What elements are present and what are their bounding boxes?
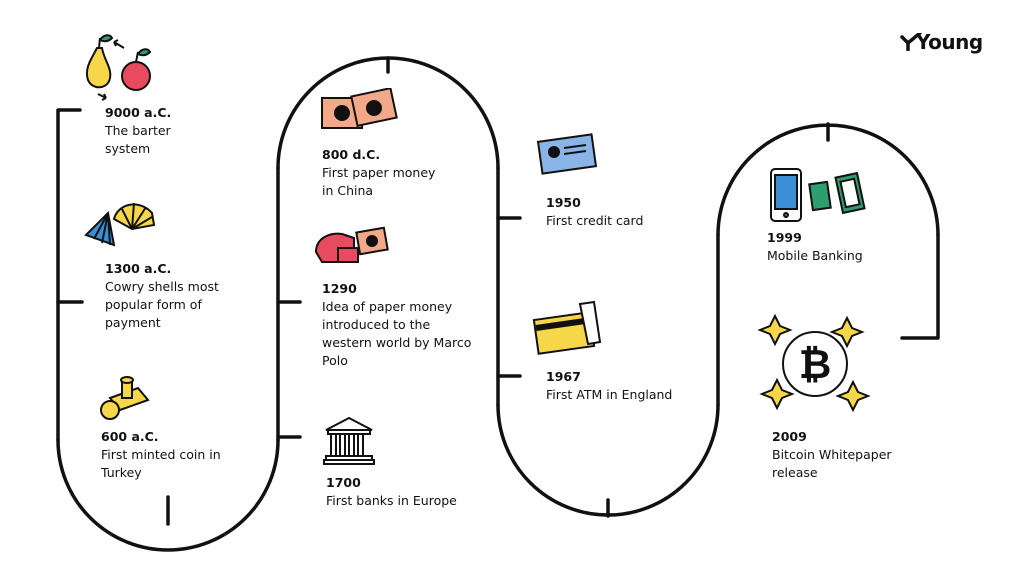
event-2009: 2009 Bitcoin Whitepaper release (772, 428, 892, 482)
event-1290: 1290 Idea of paper money introduced to t… (322, 280, 471, 370)
barter-fruit-icon (86, 34, 152, 101)
event-1950: 1950 First credit card (546, 194, 643, 230)
event-desc: Bitcoin Whitepaper release (772, 447, 892, 480)
event-600-ac: 600 a.C. First minted coin in Turkey (101, 428, 221, 482)
event-year: 1300 a.C. (105, 261, 172, 276)
event-year: 800 d.C. (322, 147, 381, 162)
event-desc: First minted coin in Turkey (101, 447, 221, 480)
wallet-note-icon (314, 226, 389, 263)
mobile-phone-icon (770, 168, 866, 222)
event-1300-ac: 1300 a.C. Cowry shells most popular form… (105, 260, 219, 332)
event-desc: First ATM in England (546, 387, 673, 402)
event-desc: Cowry shells most popular form of paymen… (105, 279, 219, 330)
event-desc: First credit card (546, 213, 644, 228)
event-desc: First paper money in China (322, 165, 436, 198)
event-year: 2009 (772, 429, 807, 444)
banknote-icon (321, 88, 398, 129)
event-9000-ac: 9000 a.C. The barter system (105, 104, 171, 158)
event-1999: 1999 Mobile Banking (767, 229, 863, 265)
event-year: 9000 a.C. (105, 105, 172, 120)
brand-name: Young (916, 30, 983, 54)
event-desc: First banks in Europe (326, 493, 457, 508)
shell-icon (84, 202, 156, 247)
event-year: 1290 (322, 281, 357, 296)
bank-icon (323, 416, 375, 465)
event-year: 1950 (546, 195, 581, 210)
bitcoin-icon: ₿ (757, 313, 871, 413)
event-year: 1700 (326, 475, 361, 490)
atm-card-icon (532, 300, 602, 355)
event-year: 600 a.C. (101, 429, 159, 444)
checkmark-icon (900, 31, 922, 52)
event-year: 1967 (546, 369, 581, 384)
coin-stamp-icon (100, 376, 150, 420)
event-800-dc: 800 d.C. First paper money in China (322, 146, 435, 200)
event-1700: 1700 First banks in Europe (326, 474, 457, 510)
brand-logo: Young (900, 30, 983, 54)
event-1967: 1967 First ATM in England (546, 368, 672, 404)
event-desc: Idea of paper money introduced to the we… (322, 299, 472, 368)
event-year: 1999 (767, 230, 802, 245)
event-desc: The barter system (105, 123, 171, 156)
credit-card-icon (536, 133, 598, 175)
event-desc: Mobile Banking (767, 248, 863, 263)
svg-text:₿: ₿ (799, 342, 832, 388)
